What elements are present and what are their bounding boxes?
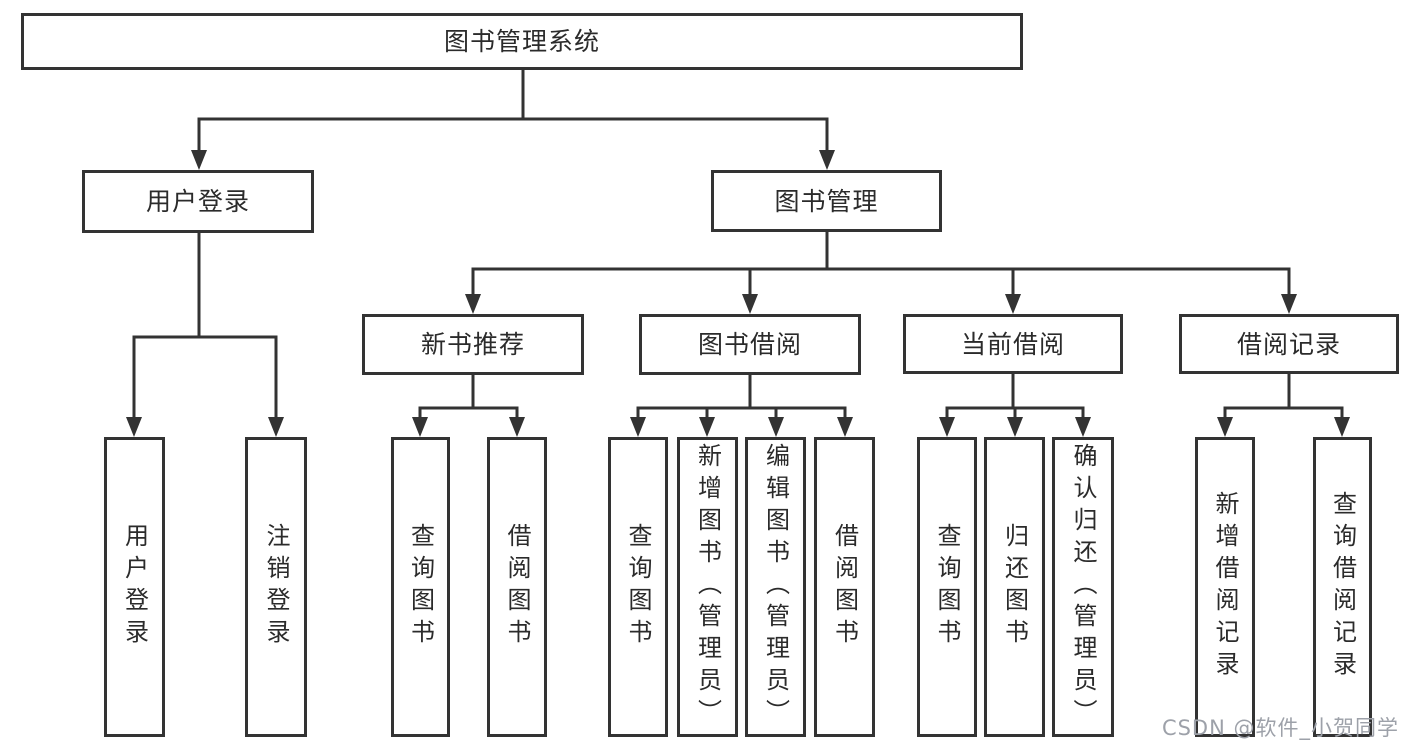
connector-borrow-to-leaves	[630, 375, 853, 437]
node-label: 查询借阅记录	[1328, 491, 1357, 683]
node-label: 新增借阅记录	[1211, 491, 1239, 683]
leaf-current-return-books: 归还图书	[984, 437, 1045, 737]
connector-current-to-leaves	[939, 374, 1091, 437]
node-label: 借阅图书	[503, 523, 531, 651]
node-label: 图书借阅	[697, 330, 802, 359]
node-label: 借阅记录	[1236, 329, 1341, 359]
leaf-borrow-add-books-admin: 新增图书（管理员）	[677, 437, 738, 737]
leaf-recommend-borrow-books: 借阅图书	[487, 437, 547, 737]
node-label: 查询图书	[406, 523, 435, 651]
node-label: 查询图书	[933, 523, 961, 651]
watermark: CSDN @软件_小贺同学	[1161, 716, 1399, 740]
node-new-book-recommend: 新书推荐	[362, 314, 584, 375]
node-library-system: 图书管理系统	[21, 13, 1023, 70]
connector-root-to-level2	[191, 70, 835, 170]
leaf-recommend-query-books: 查询图书	[391, 437, 450, 737]
node-current-borrowing: 当前借阅	[903, 314, 1123, 374]
node-label: 用户登录	[145, 187, 250, 216]
leaf-borrow-borrow-books: 借阅图书	[814, 437, 875, 737]
node-label: 注销登录	[262, 523, 290, 651]
node-label: 图书管理系统	[443, 27, 600, 56]
leaf-logout: 注销登录	[245, 437, 307, 737]
leaf-borrow-edit-books-admin: 编辑图书（管理员）	[745, 437, 806, 737]
node-user-login-branch: 用户登录	[82, 170, 314, 233]
leaf-current-confirm-return-admin: 确认归还（管理员）	[1052, 437, 1114, 737]
connector-recommend-to-leaves	[412, 375, 525, 437]
node-book-borrowing: 图书借阅	[639, 314, 861, 375]
connector-management-to-level3	[465, 232, 1297, 314]
leaf-records-add-record: 新增借阅记录	[1195, 437, 1255, 737]
connector-records-to-leaves	[1217, 374, 1350, 437]
node-label: 确认归还（管理员）	[1069, 443, 1097, 731]
node-label: 归还图书	[1000, 523, 1029, 651]
node-label: 新增图书（管理员）	[693, 443, 722, 731]
node-label: 用户登录	[120, 523, 149, 651]
node-label: 借阅图书	[830, 523, 859, 651]
leaf-records-query-record: 查询借阅记录	[1313, 437, 1372, 737]
leaf-borrow-query-books: 查询图书	[608, 437, 668, 737]
node-label: 图书管理	[774, 186, 879, 216]
leaf-current-query-books: 查询图书	[917, 437, 977, 737]
node-borrowing-records: 借阅记录	[1179, 314, 1399, 374]
node-label: 新书推荐	[420, 330, 525, 359]
leaf-user-login: 用户登录	[104, 437, 165, 737]
node-book-management: 图书管理	[711, 170, 942, 232]
connector-login-to-leaves	[126, 233, 284, 437]
node-label: 查询图书	[624, 523, 652, 651]
node-label: 编辑图书（管理员）	[761, 443, 790, 731]
node-label: 当前借阅	[960, 329, 1065, 359]
